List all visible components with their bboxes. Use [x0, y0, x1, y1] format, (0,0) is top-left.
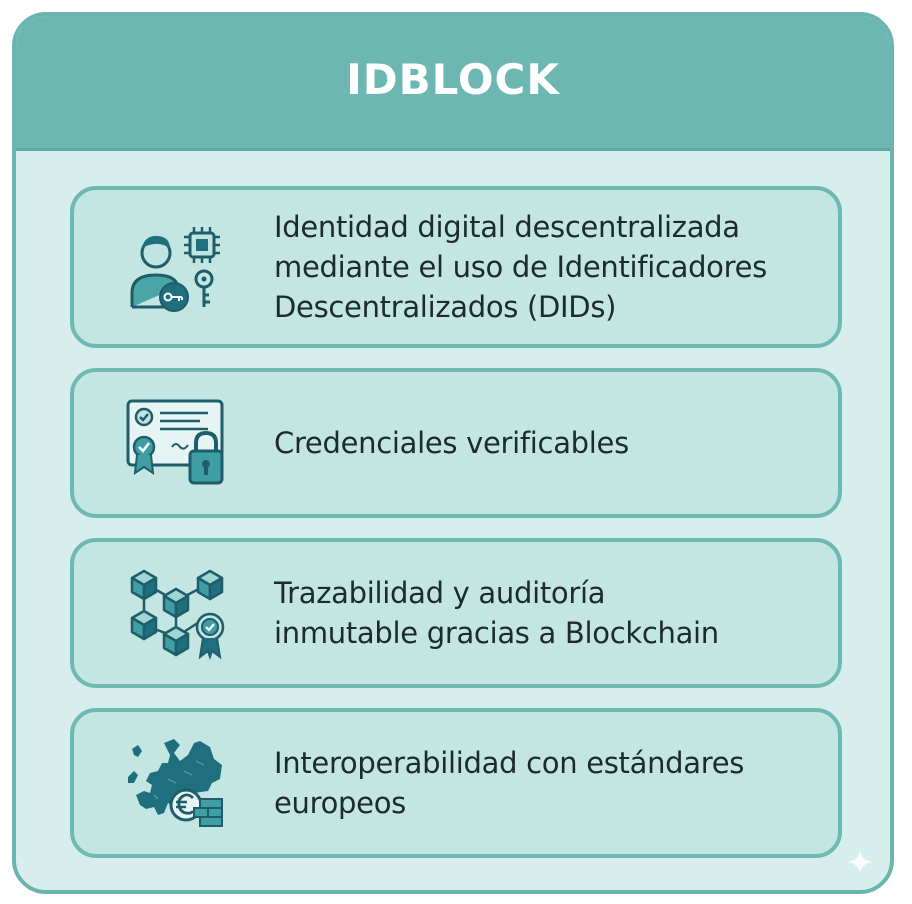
feature-item-interoperability: Interoperabilidad con estándares europeo…: [70, 708, 842, 858]
europe-map-icon: [124, 735, 228, 831]
card-header: IDBLOCK: [16, 16, 890, 151]
digital-identity-icon: [124, 219, 228, 315]
feature-text: Trazabilidad y auditoría inmutable graci…: [274, 573, 820, 653]
feature-text-line: Identidad digital descentralizada: [274, 210, 740, 244]
feature-item-blockchain: Trazabilidad y auditoría inmutable graci…: [70, 538, 842, 688]
feature-text-line: Credenciales verificables: [274, 426, 629, 460]
idblock-card: IDBLOCK: [12, 12, 894, 894]
feature-text: Identidad digital descentralizada median…: [274, 207, 820, 327]
feature-list: Identidad digital descentralizada median…: [16, 16, 890, 890]
feature-text-line: Interoperabilidad con estándares: [274, 746, 745, 780]
feature-text: Interoperabilidad con estándares europeo…: [274, 743, 820, 823]
feature-text: Credenciales verificables: [274, 423, 820, 463]
feature-text-line: europeos: [274, 786, 406, 820]
feature-text-line: inmutable gracias a Blockchain: [274, 616, 719, 650]
feature-text-line: Descentralizados (DIDs): [274, 290, 617, 324]
feature-text-line: mediante el uso de Identificadores: [274, 250, 767, 284]
blockchain-network-icon: [124, 565, 228, 661]
feature-item-digital-identity: Identidad digital descentralizada median…: [70, 186, 842, 348]
verifiable-credential-icon: [124, 395, 228, 491]
feature-item-credentials: Credenciales verificables: [70, 368, 842, 518]
card-title: IDBLOCK: [346, 54, 560, 104]
feature-text-line: Trazabilidad y auditoría: [274, 576, 606, 610]
sparkle-icon: [848, 850, 872, 874]
